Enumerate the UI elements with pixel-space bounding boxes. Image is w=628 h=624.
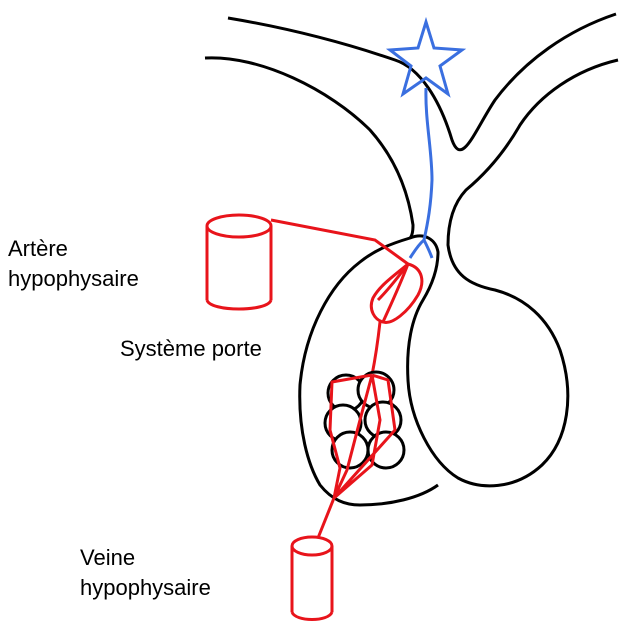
infundibulum-outline — [205, 58, 413, 238]
neuron-axon — [424, 88, 432, 240]
artery-vessel — [271, 220, 408, 264]
neuron-terminal-left — [410, 240, 424, 258]
vein-cylinder-icon — [292, 537, 332, 620]
artery-label-line1: Artère — [8, 234, 139, 264]
neuron-terminal-right — [424, 240, 432, 258]
artery-label-line2: hypophysaire — [8, 264, 139, 294]
vein-label-line1: Veine — [80, 543, 211, 573]
vein-label: Veine hypophysaire — [80, 543, 211, 603]
artery-label: Artère hypophysaire — [8, 234, 139, 294]
portal-system-label: Système porte — [120, 334, 262, 364]
portal-system-label-text: Système porte — [120, 334, 262, 364]
vein-vessel — [318, 498, 334, 538]
vein-label-line2: hypophysaire — [80, 573, 211, 603]
portal-vessel — [372, 322, 380, 375]
primary-plexus-branch — [378, 264, 408, 300]
artery-cylinder-icon — [207, 215, 271, 309]
